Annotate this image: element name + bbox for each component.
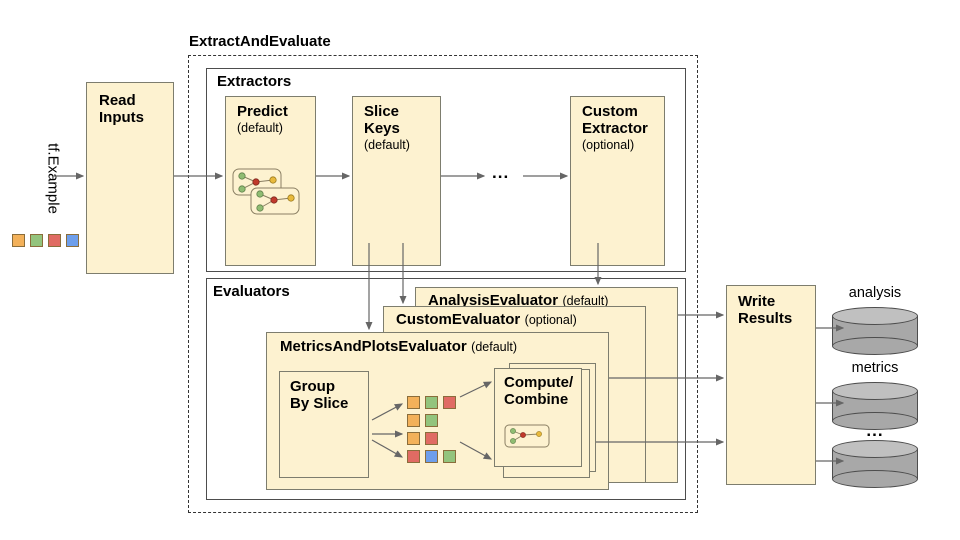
swatch-blue xyxy=(425,450,438,463)
compute-combine-graph-icon xyxy=(504,424,550,448)
predict-graph-icon xyxy=(232,168,300,215)
swatch-red xyxy=(407,450,420,463)
predict-sub: (default) xyxy=(237,120,283,135)
node-predict[interactable]: Predict (default) xyxy=(225,96,316,266)
swatch-red xyxy=(48,234,61,247)
slice-grid-row xyxy=(407,414,456,427)
input-label: tf.Example xyxy=(44,143,62,214)
slice-grid-row xyxy=(407,450,456,463)
write-results-line1: Write xyxy=(738,293,776,310)
cylinder-top xyxy=(832,307,918,325)
swatch-orange xyxy=(407,432,420,445)
swatch-green xyxy=(443,450,456,463)
node-write-results[interactable]: Write Results xyxy=(726,285,816,485)
group-by-slice-line2: By Slice xyxy=(290,394,349,412)
cylinder-top xyxy=(832,382,918,400)
slice-grid xyxy=(407,396,456,463)
read-inputs-line2: Inputs xyxy=(99,108,144,126)
node-group-by-slice[interactable]: Group By Slice xyxy=(279,371,369,478)
metrics-evaluator-sub: (default) xyxy=(471,340,518,354)
swatch-green xyxy=(425,414,438,427)
node-read-inputs[interactable]: Read Inputs xyxy=(86,82,174,274)
slice-keys-line1: Slice xyxy=(364,103,400,120)
analysis-evaluator-sub: (default) xyxy=(562,294,609,308)
output-label-metrics: metrics xyxy=(851,360,899,376)
slice-grid-row xyxy=(407,432,456,445)
input-swatches xyxy=(12,234,79,247)
evaluators-label: Evaluators xyxy=(213,283,290,300)
extractors-ellipsis: ... xyxy=(492,163,510,182)
cylinder-bottom xyxy=(832,412,918,430)
output-cylinder-more[interactable] xyxy=(832,440,918,488)
custom-extractor-line2: Extractor xyxy=(582,119,648,137)
group-by-slice-line1: Group xyxy=(290,378,335,395)
compute-combine-line2: Combine xyxy=(504,390,569,408)
swatch-red xyxy=(443,396,456,409)
custom-extractor-line1: Custom xyxy=(582,103,638,120)
read-inputs-line1: Read xyxy=(99,92,136,109)
node-custom-extractor[interactable]: Custom Extractor (optional) xyxy=(570,96,665,266)
output-label-analysis: analysis xyxy=(848,285,902,301)
slice-keys-sub: (default) xyxy=(364,137,410,152)
swatch-orange xyxy=(12,234,25,247)
cylinder-bottom xyxy=(832,337,918,355)
group-extract-and-evaluate xyxy=(188,55,698,513)
output-label-more: ... xyxy=(866,421,884,440)
node-compute-combine[interactable]: Compute/ Combine xyxy=(494,368,582,467)
extractors-label: Extractors xyxy=(217,73,292,90)
swatch-red xyxy=(425,432,438,445)
node-slice-keys[interactable]: Slice Keys (default) xyxy=(352,96,441,266)
compute-combine-line1: Compute/ xyxy=(504,374,574,391)
output-cylinder-metrics[interactable] xyxy=(832,382,918,430)
custom-evaluator-sub: (optional) xyxy=(524,313,577,327)
extract-and-evaluate-label: ExtractAndEvaluate xyxy=(189,33,331,50)
swatch-blue xyxy=(66,234,79,247)
swatch-green xyxy=(425,396,438,409)
custom-evaluator-name: CustomEvaluator xyxy=(396,311,521,328)
metrics-evaluator-name: MetricsAndPlotsEvaluator xyxy=(280,338,467,355)
swatch-orange xyxy=(407,396,420,409)
predict-title: Predict xyxy=(237,103,288,120)
write-results-line2: Results xyxy=(738,309,793,327)
analysis-evaluator-name: AnalysisEvaluator xyxy=(428,292,559,309)
output-cylinder-analysis[interactable] xyxy=(832,307,918,355)
swatch-green xyxy=(30,234,43,247)
swatch-orange xyxy=(407,414,420,427)
slice-keys-line2: Keys xyxy=(364,119,400,137)
custom-extractor-sub: (optional) xyxy=(582,137,635,152)
cylinder-top xyxy=(832,440,918,458)
cylinder-bottom xyxy=(832,470,918,488)
slice-grid-row xyxy=(407,396,456,409)
